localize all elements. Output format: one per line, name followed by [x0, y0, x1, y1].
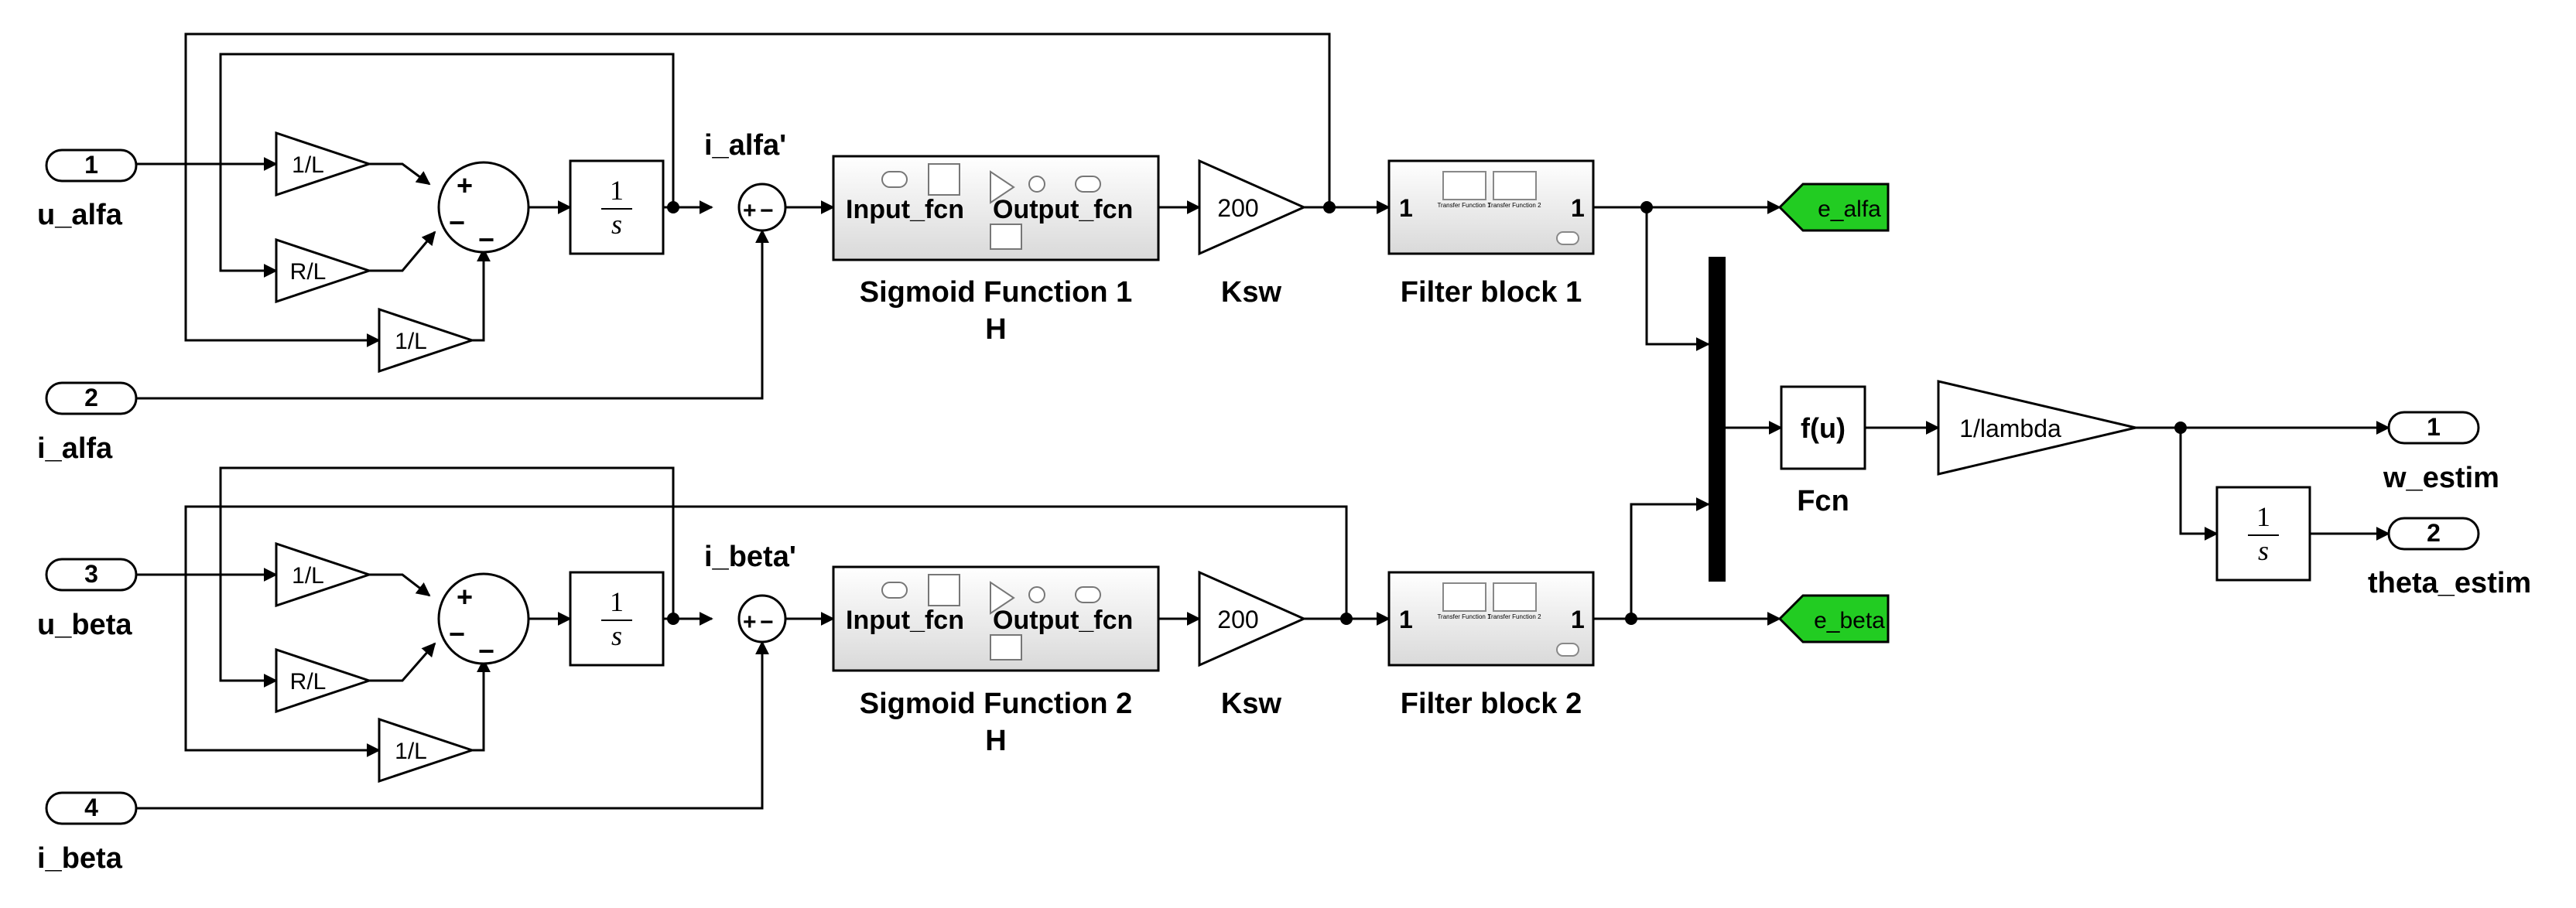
filter-block-1-label: Filter block 1	[1401, 276, 1582, 309]
filter-1-tf1-caption: Transfer Function 1	[1437, 202, 1491, 209]
gain-1-over-l-alfa-2[interactable]: 1/L	[378, 307, 476, 374]
sigmoid-function-1-subsystem[interactable]: Input_fcn Output_fcn	[832, 155, 1160, 261]
sigmoid-2-input-port: Input_fcn	[846, 606, 964, 635]
wires-beta	[136, 466, 1781, 810]
sum-sign-minus: −	[478, 635, 494, 667]
sum-sign-minus: −	[449, 207, 465, 238]
filter-2-in-port: 1	[1399, 606, 1413, 633]
inport-3-number: 3	[84, 560, 98, 588]
wires-output	[1726, 421, 2390, 541]
outport-1-label: w_estim	[2383, 462, 2499, 494]
outport-1[interactable]: 1	[2387, 411, 2480, 445]
sigmoid-function-2-subsystem[interactable]: Input_fcn Output_fcn	[832, 565, 1160, 672]
filter-2-out-port: 1	[1571, 606, 1585, 633]
gain-label: 1/L	[395, 329, 427, 354]
filter-block-2-subsystem[interactable]: Transfer Function 1 Transfer Function 2 …	[1387, 571, 1595, 667]
integrator-denominator: s	[611, 620, 622, 651]
outport-1-number: 1	[2427, 413, 2441, 441]
sigmoid-1-input-port: Input_fcn	[846, 195, 964, 224]
sum-block-alfa-1[interactable]: + − −	[437, 161, 530, 255]
sigmoid-function-1-label: Sigmoid Function 1	[860, 276, 1133, 309]
sum-block-beta-1[interactable]: + − −	[437, 572, 530, 667]
sigmoid-function-1-label-2: H	[985, 313, 1006, 346]
gain-1-over-lambda[interactable]: 1/lambda	[1937, 380, 2136, 476]
signal-label-i-alfa-prime: i_alfa'	[704, 129, 786, 162]
inport-2[interactable]: 2	[45, 381, 138, 415]
goto-e-alfa[interactable]: e_alfa	[1777, 183, 1890, 232]
sum-sign-plus: +	[743, 198, 757, 224]
sigmoid-function-2-label-2: H	[985, 725, 1006, 757]
sigmoid-1-output-port: Output_fcn	[993, 195, 1133, 224]
sum-block-beta-2[interactable]: + −	[737, 594, 787, 643]
integrator-beta[interactable]: 1 s	[569, 571, 665, 667]
sum-sign-minus: −	[760, 609, 774, 635]
inport-2-number: 2	[84, 384, 98, 411]
ksw-gain-value: 200	[1217, 194, 1258, 222]
filter-2-tf2-caption: Transfer Function 2	[1487, 613, 1541, 620]
goto-tag-label: e_beta	[1814, 608, 1885, 633]
sum-sign-plus: +	[457, 169, 473, 201]
filter-2-tf1-caption: Transfer Function 1	[1437, 613, 1491, 620]
goto-e-beta[interactable]: e_beta	[1777, 594, 1890, 643]
inport-3[interactable]: 3	[45, 558, 138, 592]
gain-label: 1/L	[395, 739, 427, 764]
sum-block-alfa-2[interactable]: + −	[737, 183, 787, 232]
sum-sign-minus: −	[478, 224, 494, 255]
gain-r-over-l-beta[interactable]: R/L	[275, 647, 373, 714]
ksw-gain-beta[interactable]: 200	[1198, 570, 1307, 667]
filter-1-out-port: 1	[1571, 194, 1585, 222]
signal-label-i-beta-prime: i_beta'	[704, 541, 796, 573]
inport-3-label: u_beta	[37, 609, 132, 641]
filter-1-tf2-caption: Transfer Function 2	[1487, 202, 1541, 209]
gain-r-over-l-alfa[interactable]: R/L	[275, 237, 373, 304]
filter-block-2-label: Filter block 2	[1401, 688, 1582, 720]
inport-2-label: i_alfa	[37, 432, 113, 465]
ksw-gain-value: 200	[1217, 606, 1258, 633]
sigmoid-function-2-label: Sigmoid Function 2	[860, 688, 1133, 720]
integrator-numerator: 1	[610, 175, 624, 206]
gain-label: 1/L	[292, 563, 324, 589]
fcn-expression: f(u)	[1801, 412, 1846, 444]
ksw-label-beta: Ksw	[1221, 688, 1282, 720]
integrator-denominator: s	[611, 209, 622, 240]
integrator-numerator: 1	[2256, 501, 2270, 532]
gain-label: R/L	[290, 669, 327, 695]
outport-2-number: 2	[2427, 519, 2441, 547]
inport-4[interactable]: 4	[45, 791, 138, 825]
sum-sign-minus: −	[760, 198, 774, 224]
gain-label: R/L	[290, 259, 327, 285]
fcn-block[interactable]: f(u)	[1780, 385, 1866, 470]
mux-block[interactable]	[1709, 257, 1726, 582]
integrator-numerator: 1	[610, 586, 624, 617]
inport-1-number: 1	[84, 151, 98, 179]
gain-1-over-l-beta[interactable]: 1/L	[275, 541, 373, 608]
integrator-theta[interactable]: 1 s	[2215, 486, 2311, 582]
inport-1[interactable]: 1	[45, 148, 138, 183]
filter-1-in-port: 1	[1399, 194, 1413, 222]
integrator-alfa[interactable]: 1 s	[569, 159, 665, 255]
wires-alfa	[136, 32, 1781, 400]
junction-dots	[667, 201, 2187, 625]
inport-1-label: u_alfa	[37, 199, 123, 231]
goto-tag-label: e_alfa	[1818, 196, 1881, 222]
filter-block-1-subsystem[interactable]: Transfer Function 1 Transfer Function 2 …	[1387, 159, 1595, 255]
ksw-gain-alfa[interactable]: 200	[1198, 159, 1307, 256]
ksw-label-alfa: Ksw	[1221, 276, 1282, 309]
sum-sign-plus: +	[457, 581, 473, 613]
sigmoid-2-output-port: Output_fcn	[993, 606, 1133, 635]
sum-sign-plus: +	[743, 609, 757, 635]
inport-4-label: i_beta	[37, 842, 123, 875]
integrator-denominator: s	[2258, 535, 2269, 566]
sum-sign-minus: −	[449, 618, 465, 650]
gain-1-over-l-alfa[interactable]: 1/L	[275, 131, 373, 197]
inport-4-number: 4	[84, 794, 98, 821]
fcn-label: Fcn	[1797, 485, 1849, 517]
gain-label: 1/lambda	[1959, 415, 2061, 442]
gain-1-over-l-beta-2[interactable]: 1/L	[378, 717, 476, 783]
outport-2-label: theta_estim	[2368, 567, 2531, 599]
outport-2[interactable]: 2	[2387, 517, 2480, 551]
gain-label: 1/L	[292, 152, 324, 178]
